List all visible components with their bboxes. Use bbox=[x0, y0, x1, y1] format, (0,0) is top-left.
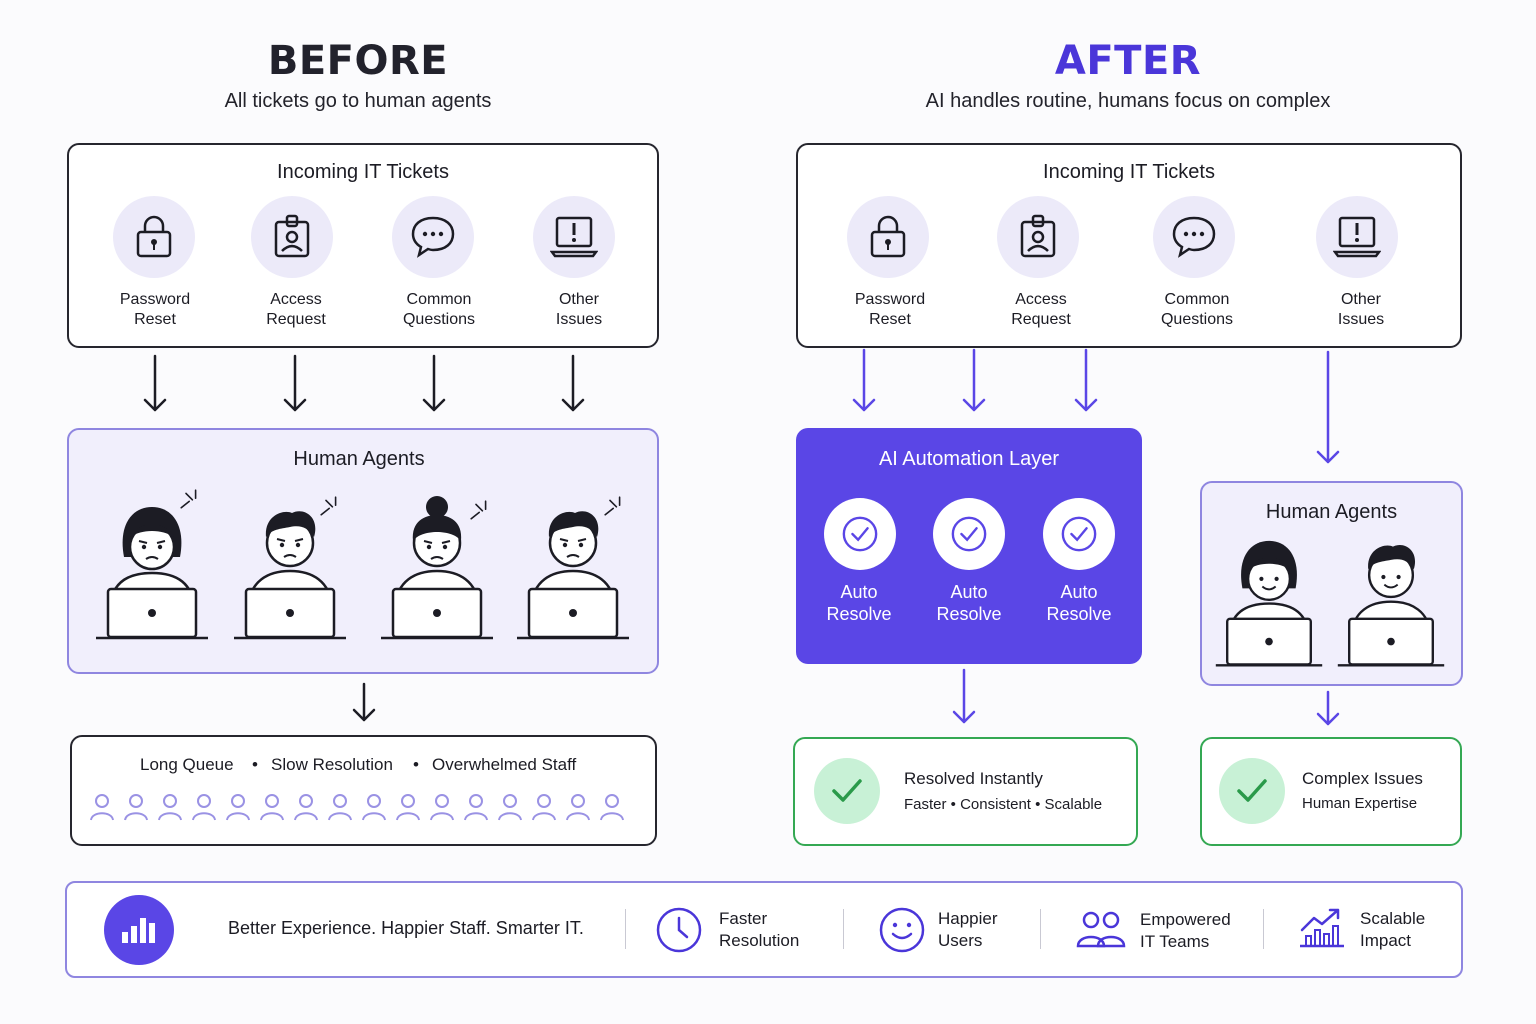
person-icon bbox=[600, 794, 624, 821]
benefits-bar bbox=[65, 881, 1463, 978]
arrow-down bbox=[962, 348, 986, 412]
before-tickets-title: Incoming IT Tickets bbox=[277, 161, 449, 183]
arrow-down bbox=[1074, 348, 1098, 412]
arrow-down bbox=[1316, 350, 1340, 464]
person-icon bbox=[158, 794, 182, 821]
divider bbox=[843, 909, 844, 949]
team-icon bbox=[1076, 911, 1126, 948]
person-icon bbox=[362, 794, 386, 821]
person-icon bbox=[260, 794, 284, 821]
divider bbox=[1263, 909, 1264, 949]
bar-chart-icon bbox=[104, 895, 174, 965]
before-subheading: All tickets go to human agents bbox=[224, 90, 492, 112]
arrow-down bbox=[1316, 690, 1340, 726]
before-heading: BEFORE bbox=[267, 38, 449, 84]
after-heading: AFTER bbox=[1054, 38, 1202, 84]
complex-issues-panel bbox=[1200, 737, 1462, 846]
person-icon bbox=[294, 794, 318, 821]
arrow-down bbox=[422, 354, 446, 412]
id-badge-icon bbox=[251, 196, 333, 278]
arrow-down bbox=[561, 354, 585, 412]
resolved-title: Resolved Instantly bbox=[904, 769, 1043, 788]
queue-slow: Slow Resolution bbox=[271, 755, 393, 774]
happy-agent-avatar bbox=[1212, 520, 1326, 672]
growth-chart-icon bbox=[1300, 908, 1344, 948]
footer-tagline: Better Experience. Happier Staff. Smarte… bbox=[228, 918, 584, 938]
complex-title: Complex Issues bbox=[1302, 769, 1423, 788]
arrow-down bbox=[352, 682, 376, 722]
stress-marks-icon bbox=[318, 494, 342, 518]
arrow-down bbox=[143, 354, 167, 412]
laptop-alert-icon bbox=[1316, 196, 1398, 278]
stress-marks-icon bbox=[468, 498, 492, 522]
success-check-icon bbox=[814, 758, 880, 824]
queue-overwhelmed: Overwhelmed Staff bbox=[432, 755, 577, 774]
lock-icon bbox=[847, 196, 929, 278]
person-icon bbox=[124, 794, 148, 821]
chat-bubble-icon bbox=[392, 196, 474, 278]
person-icon bbox=[226, 794, 250, 821]
divider bbox=[1040, 909, 1041, 949]
lock-icon bbox=[113, 196, 195, 278]
success-check-icon bbox=[1219, 758, 1285, 824]
queue-separator: • bbox=[252, 755, 258, 774]
before-agents-title: Human Agents bbox=[293, 448, 425, 470]
clock-icon bbox=[656, 907, 702, 953]
chat-bubble-icon bbox=[1153, 196, 1235, 278]
person-icon bbox=[430, 794, 454, 821]
after-tickets-title: Incoming IT Tickets bbox=[1043, 161, 1215, 183]
queue-separator: • bbox=[413, 755, 419, 774]
queue-long: Long Queue bbox=[140, 755, 234, 774]
after-subheading: AI handles routine, humans focus on comp… bbox=[925, 90, 1331, 112]
auto-resolve-check-icon bbox=[824, 498, 896, 570]
person-icon bbox=[90, 794, 114, 821]
arrow-down bbox=[283, 354, 307, 412]
happy-agent-avatar bbox=[1334, 520, 1448, 672]
after-agents-title: Human Agents bbox=[1265, 501, 1398, 523]
divider bbox=[625, 909, 626, 949]
smiley-icon bbox=[879, 907, 925, 953]
ai-layer-title: AI Automation Layer bbox=[878, 448, 1060, 470]
before-queue-panel bbox=[70, 735, 657, 846]
queue-people-row bbox=[89, 793, 639, 821]
stress-marks-icon bbox=[602, 494, 626, 518]
person-icon bbox=[192, 794, 216, 821]
person-icon bbox=[566, 794, 590, 821]
auto-resolve-check-icon bbox=[1043, 498, 1115, 570]
complex-subtitle: Human Expertise bbox=[1302, 795, 1418, 812]
stress-marks-icon bbox=[178, 487, 202, 511]
resolved-subtitle: Faster • Consistent • Scalable bbox=[904, 796, 1103, 813]
person-icon bbox=[498, 794, 522, 821]
arrow-down bbox=[852, 348, 876, 412]
person-icon bbox=[328, 794, 352, 821]
arrow-down bbox=[952, 668, 976, 724]
person-icon bbox=[532, 794, 556, 821]
id-badge-icon bbox=[997, 196, 1079, 278]
person-icon bbox=[396, 794, 420, 821]
laptop-alert-icon bbox=[533, 196, 615, 278]
auto-resolve-check-icon bbox=[933, 498, 1005, 570]
person-icon bbox=[464, 794, 488, 821]
